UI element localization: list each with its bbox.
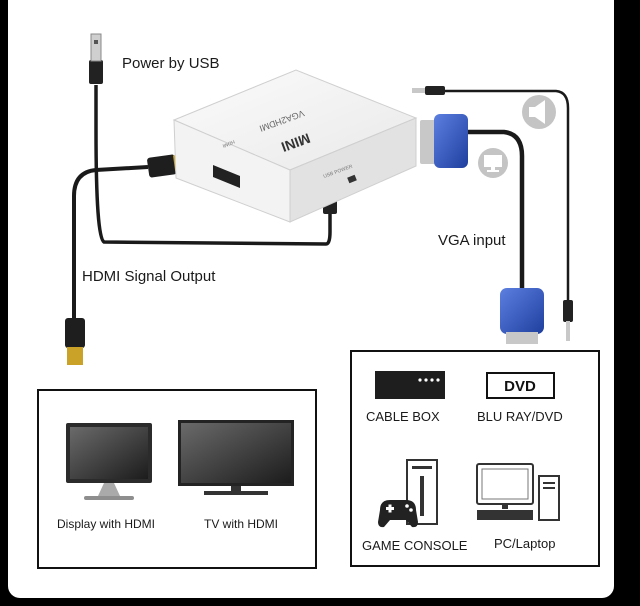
mini-vga2hdmi-adapter: VGA2HDMI MINI HDMI USB POWER bbox=[172, 69, 418, 223]
hdmi-output-cable bbox=[65, 152, 196, 365]
pc-icon bbox=[476, 463, 560, 521]
pc-laptop-label: PC/Laptop bbox=[494, 536, 556, 551]
game-console-label: GAME CONSOLE bbox=[362, 538, 468, 553]
vga-monitor-badge-icon bbox=[478, 148, 508, 178]
tv-icon bbox=[178, 420, 294, 495]
hdmi-signal-output-label: HDMI Signal Output bbox=[82, 268, 216, 285]
cable-box-icon bbox=[375, 371, 445, 399]
speaker-icon bbox=[522, 95, 556, 129]
monitor-icon bbox=[66, 423, 152, 500]
sources-box-frame bbox=[350, 350, 600, 567]
dvd-badge-text: DVD bbox=[504, 378, 536, 395]
vga-cable bbox=[420, 114, 544, 344]
connection-diagram-art: VGA2HDMI MINI HDMI USB POWER bbox=[37, 33, 600, 569]
tv-with-hdmi-label: TV with HDMI bbox=[204, 517, 279, 531]
display-with-hdmi-label: Display with HDMI bbox=[57, 517, 156, 531]
vga-input-label: VGA input bbox=[438, 232, 506, 249]
game-console-icon bbox=[378, 459, 438, 528]
dvd-player-icon: DVD bbox=[486, 372, 555, 399]
power-by-usb-label: Power by USB bbox=[122, 55, 220, 72]
blu-ray-dvd-label: BLU RAY/DVD bbox=[477, 409, 563, 424]
outputs-box-frame bbox=[37, 389, 317, 569]
adapter-hdmi-side-text: HDMI bbox=[221, 138, 235, 148]
cable-box-label: CABLE BOX bbox=[366, 409, 440, 424]
diagram-canvas: VGA2HDMI MINI HDMI USB POWER bbox=[8, 0, 614, 598]
audio-cable bbox=[412, 86, 573, 341]
